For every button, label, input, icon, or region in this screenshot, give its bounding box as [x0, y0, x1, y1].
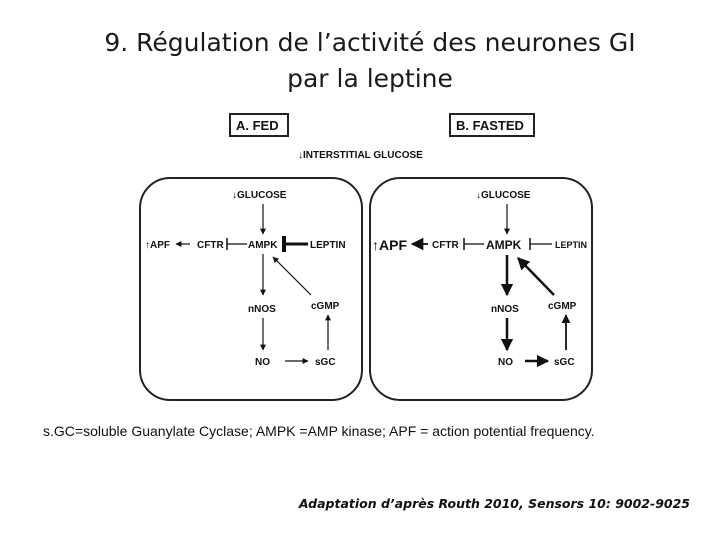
panel-b-apf: ↑APF [372, 237, 407, 253]
panel-b-header: B. FASTED [456, 118, 524, 133]
panel-b-sgc: sGC [554, 357, 575, 368]
panel-b-cgmp: cGMP [548, 301, 577, 312]
panel-a-ampk: AMPK [248, 240, 278, 251]
panel-b-cftr: CFTR [432, 240, 459, 251]
caption: s.GC=soluble Guanylate Cyclase; AMPK =AM… [43, 423, 595, 439]
panel-a-glucose: ↓GLUCOSE [232, 190, 287, 201]
panel-b-glucose: ↓GLUCOSE [476, 190, 531, 201]
panel-a-cftr: CFTR [197, 240, 224, 251]
source-citation: Adaptation d’après Routh 2010, Sensors 1… [298, 496, 690, 511]
leptin-regulation-diagram: A. FED B. FASTED ↓INTERSTITIAL GLUCOSE ↓… [139, 113, 593, 401]
panel-a-frame [139, 177, 363, 401]
panel-b-arrow-cgmp-ampk [517, 257, 555, 296]
panel-a-cgmp: cGMP [311, 301, 340, 312]
panel-b-leptin: LEPTIN [555, 240, 587, 250]
panel-a-apf: ↑APF [145, 240, 170, 251]
panel-a-header-box [229, 113, 289, 137]
panel-a-leptin: LEPTIN [310, 240, 346, 251]
panel-a-nnos: nNOS [248, 304, 276, 315]
interstitial-glucose-label: ↓INTERSTITIAL GLUCOSE [298, 150, 423, 161]
panel-b-ampk: AMPK [486, 238, 522, 252]
panel-b-header-box [449, 113, 535, 137]
panel-b-nnos: nNOS [491, 304, 519, 315]
panel-a-header: A. FED [236, 118, 279, 133]
panel-a-no: NO [255, 357, 270, 368]
panel-a-sgc: sGC [315, 357, 336, 368]
slide-title-line-1: 9. Régulation de l’activité des neurones… [104, 28, 636, 57]
panel-b-frame [369, 177, 593, 401]
panel-b-no: NO [498, 357, 513, 368]
panel-a-arrow-cgmp-ampk [272, 256, 312, 296]
slide-title-line-2: par la leptine [287, 64, 453, 93]
